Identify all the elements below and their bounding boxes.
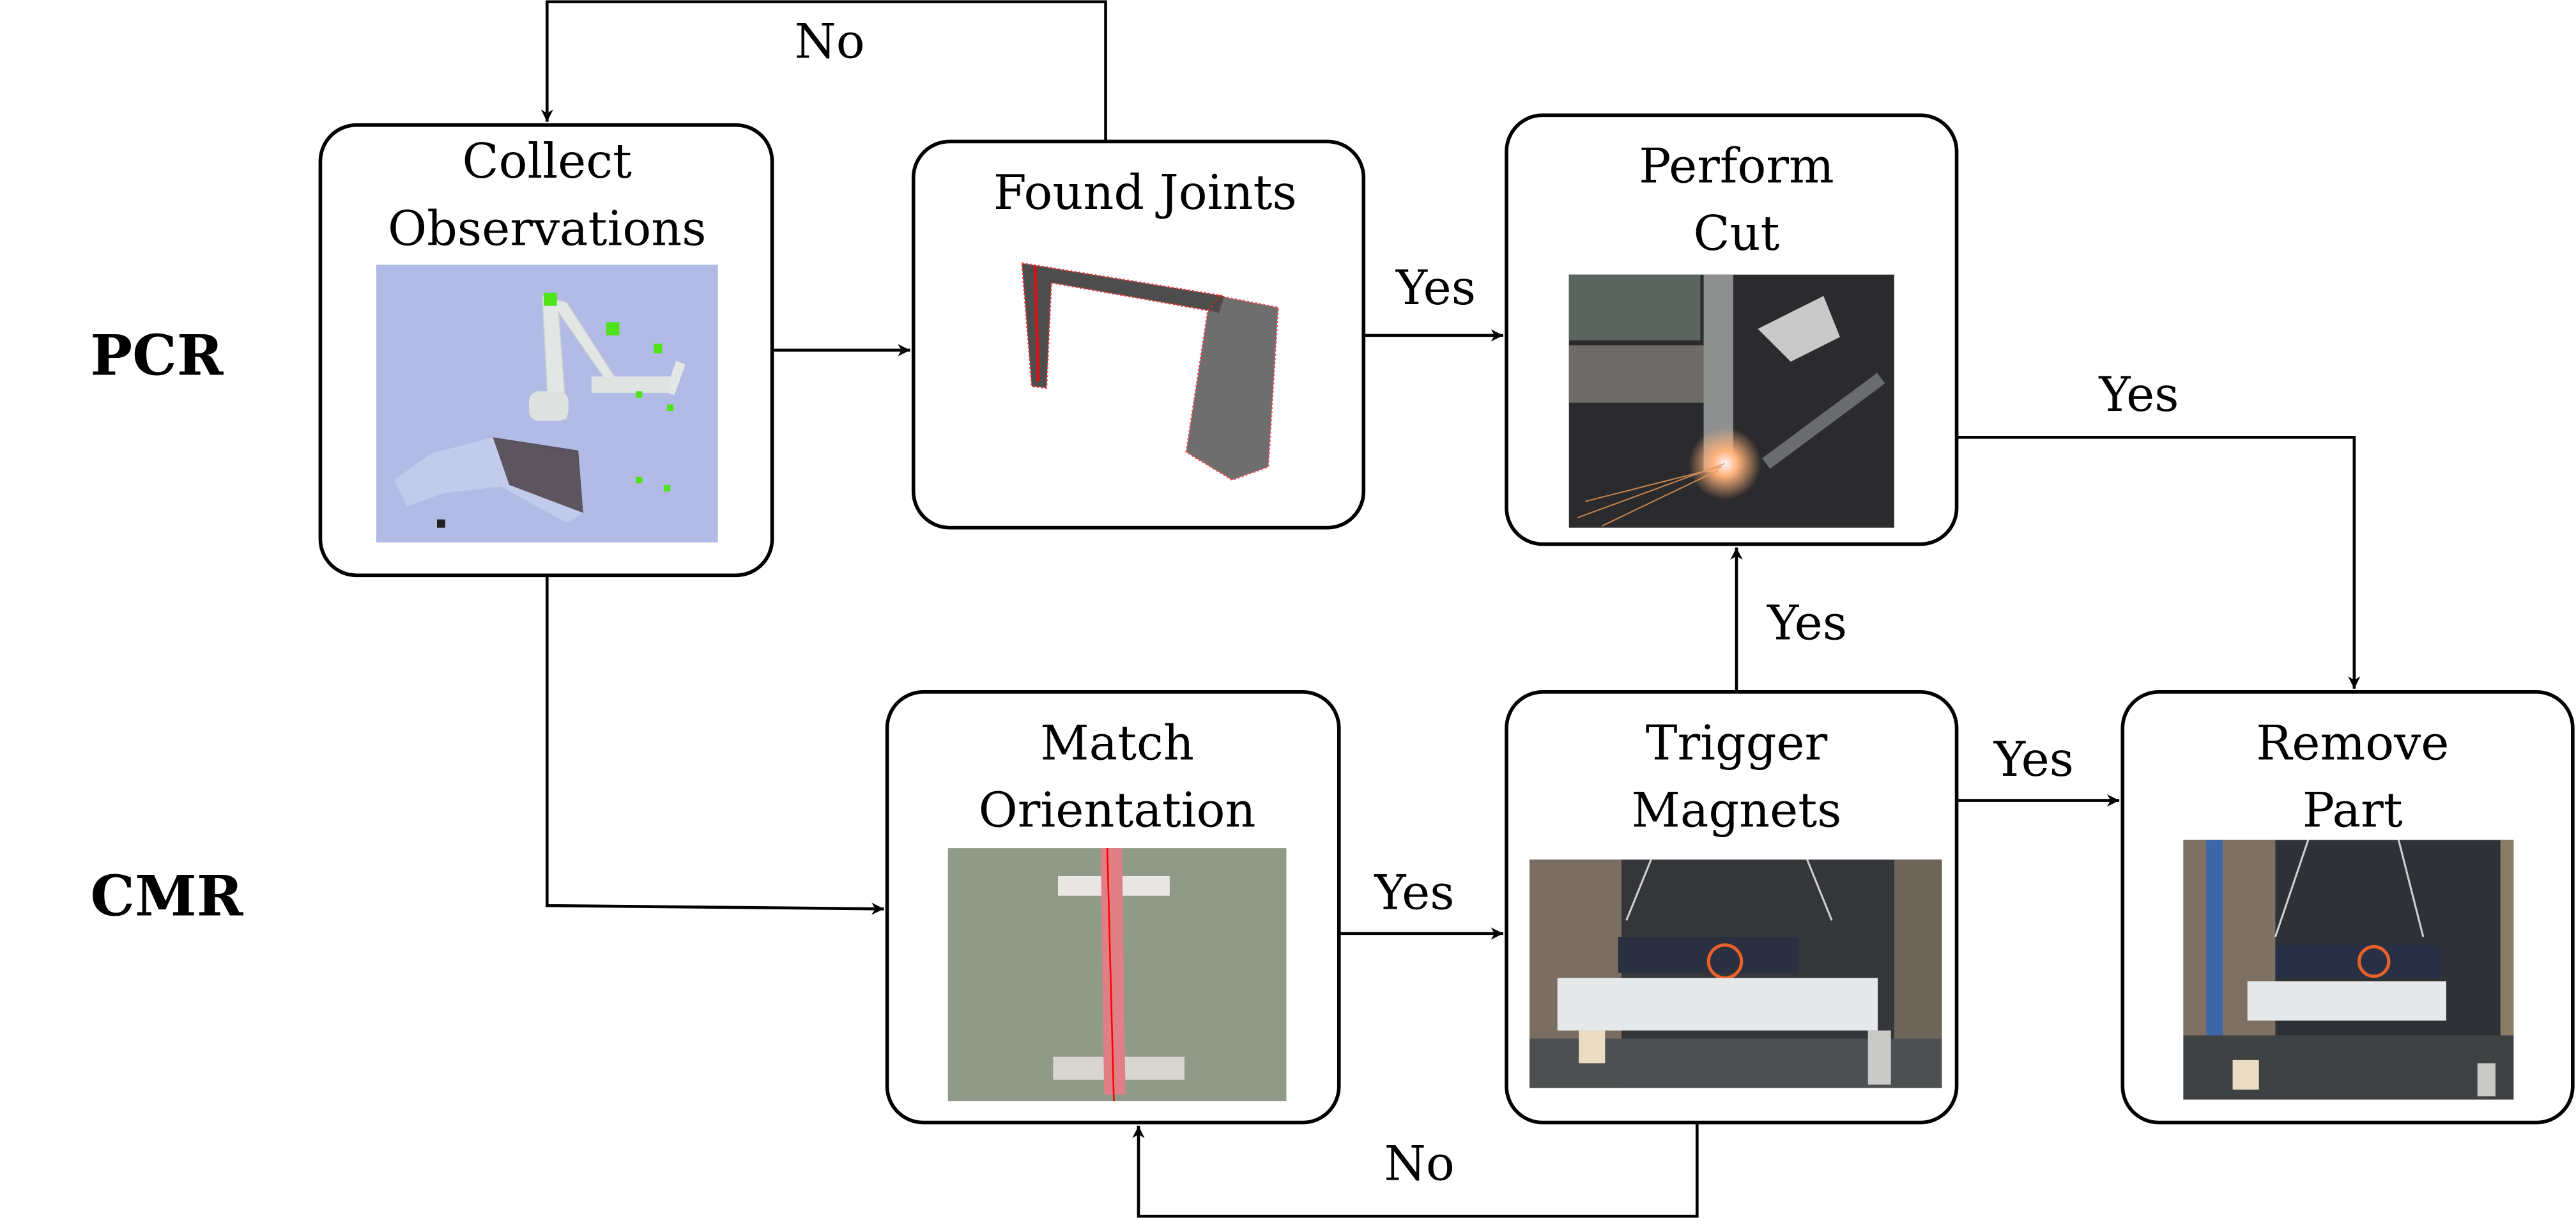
edges <box>540 0 2361 1218</box>
photo-blue-pillar <box>2206 840 2223 1037</box>
photo-cable-left <box>2274 839 2310 937</box>
marker <box>654 343 663 354</box>
node-title-line: Found Joints <box>993 165 1297 220</box>
simulation-image <box>376 265 718 543</box>
edge-found-to-collect <box>540 0 1107 142</box>
robot-wrist <box>591 376 671 393</box>
voxel <box>437 519 445 528</box>
beam-left-and-top <box>1021 262 1225 389</box>
node-collect-observations[interactable]: Collect Observations <box>318 123 774 578</box>
edge-label-trigger-cut: Yes <box>1767 596 1847 651</box>
edge-collect-to-match <box>545 575 884 915</box>
voxel-wall <box>493 437 583 513</box>
orientation-photo <box>947 847 1287 1102</box>
photo-spark-trails <box>1577 463 1726 527</box>
node-title-line: Collect <box>463 134 632 189</box>
photo-beam <box>1557 978 1878 1031</box>
node-title-line: Magnets <box>1632 783 1842 838</box>
photo-cable-right <box>1806 859 1833 921</box>
robot-tool <box>664 360 686 396</box>
lane-label-pcr: PCR <box>90 323 224 389</box>
node-title-line: Orientation <box>979 783 1256 838</box>
node-found-joints[interactable]: Found Joints <box>911 139 1366 530</box>
node-title-line: Observations <box>388 201 706 256</box>
edge-label-trigger-match: No <box>1384 1136 1455 1192</box>
photo-torch-arm <box>1762 373 1885 469</box>
photo-torch-head <box>1758 296 1840 362</box>
beam-right <box>1185 295 1279 481</box>
node-remove-part[interactable]: Remove Part <box>2120 690 2575 1125</box>
photo-right-wall <box>2500 840 2514 1037</box>
photo-block-left <box>2232 1060 2259 1090</box>
edge-cut-to-remove <box>1956 435 2361 689</box>
node-trigger-magnets[interactable]: Trigger Magnets <box>1505 690 1959 1125</box>
photo-cable-left <box>1625 859 1652 921</box>
edge-trigger-to-match <box>1132 1122 1699 1218</box>
robot-base <box>529 391 569 421</box>
edge-label-cut-remove: Yes <box>2098 367 2179 422</box>
photo-main-beam <box>1100 847 1126 1095</box>
photo-window <box>1568 274 1701 341</box>
node-match-orientation[interactable]: Match Orientation <box>885 690 1341 1125</box>
photo-alignment-line <box>1106 848 1115 1102</box>
marker <box>636 391 643 398</box>
remove-photo <box>2183 839 2514 1100</box>
marker <box>667 404 674 412</box>
photo-block-right <box>1867 1030 1891 1085</box>
marker <box>663 484 671 492</box>
node-perform-cut[interactable]: Perform Cut <box>1505 113 1959 546</box>
marker <box>544 293 557 306</box>
node-title-line: Remove <box>2256 715 2449 771</box>
cutting-photo <box>1568 274 1894 528</box>
node-title-line: Perform <box>1639 139 1834 194</box>
photo-block-right <box>2477 1063 2496 1097</box>
edge-label-match-trigger: Yes <box>1374 865 1454 920</box>
node-title-line: Match <box>1040 715 1194 771</box>
edge-label-trigger-remove: Yes <box>1993 732 2074 787</box>
node-title-line: Part <box>2303 783 2403 838</box>
joint-highlight <box>1033 266 1040 382</box>
photo-orange-cable <box>2358 944 2391 978</box>
photo-beam <box>2247 981 2446 1021</box>
lane-label-cmr: CMR <box>90 863 243 929</box>
point-cloud-image <box>1021 262 1279 481</box>
marker <box>606 322 620 335</box>
node-title-line: Cut <box>1693 206 1779 261</box>
photo-block-left <box>1579 1030 1606 1063</box>
photo-cable-right <box>2397 839 2425 937</box>
marker <box>636 477 643 484</box>
edge-label-found-collect: No <box>795 13 865 69</box>
edge-label-found-cut: Yes <box>1395 260 1476 316</box>
node-title-line: Trigger <box>1646 715 1828 771</box>
magnets-photo <box>1529 859 1942 1088</box>
